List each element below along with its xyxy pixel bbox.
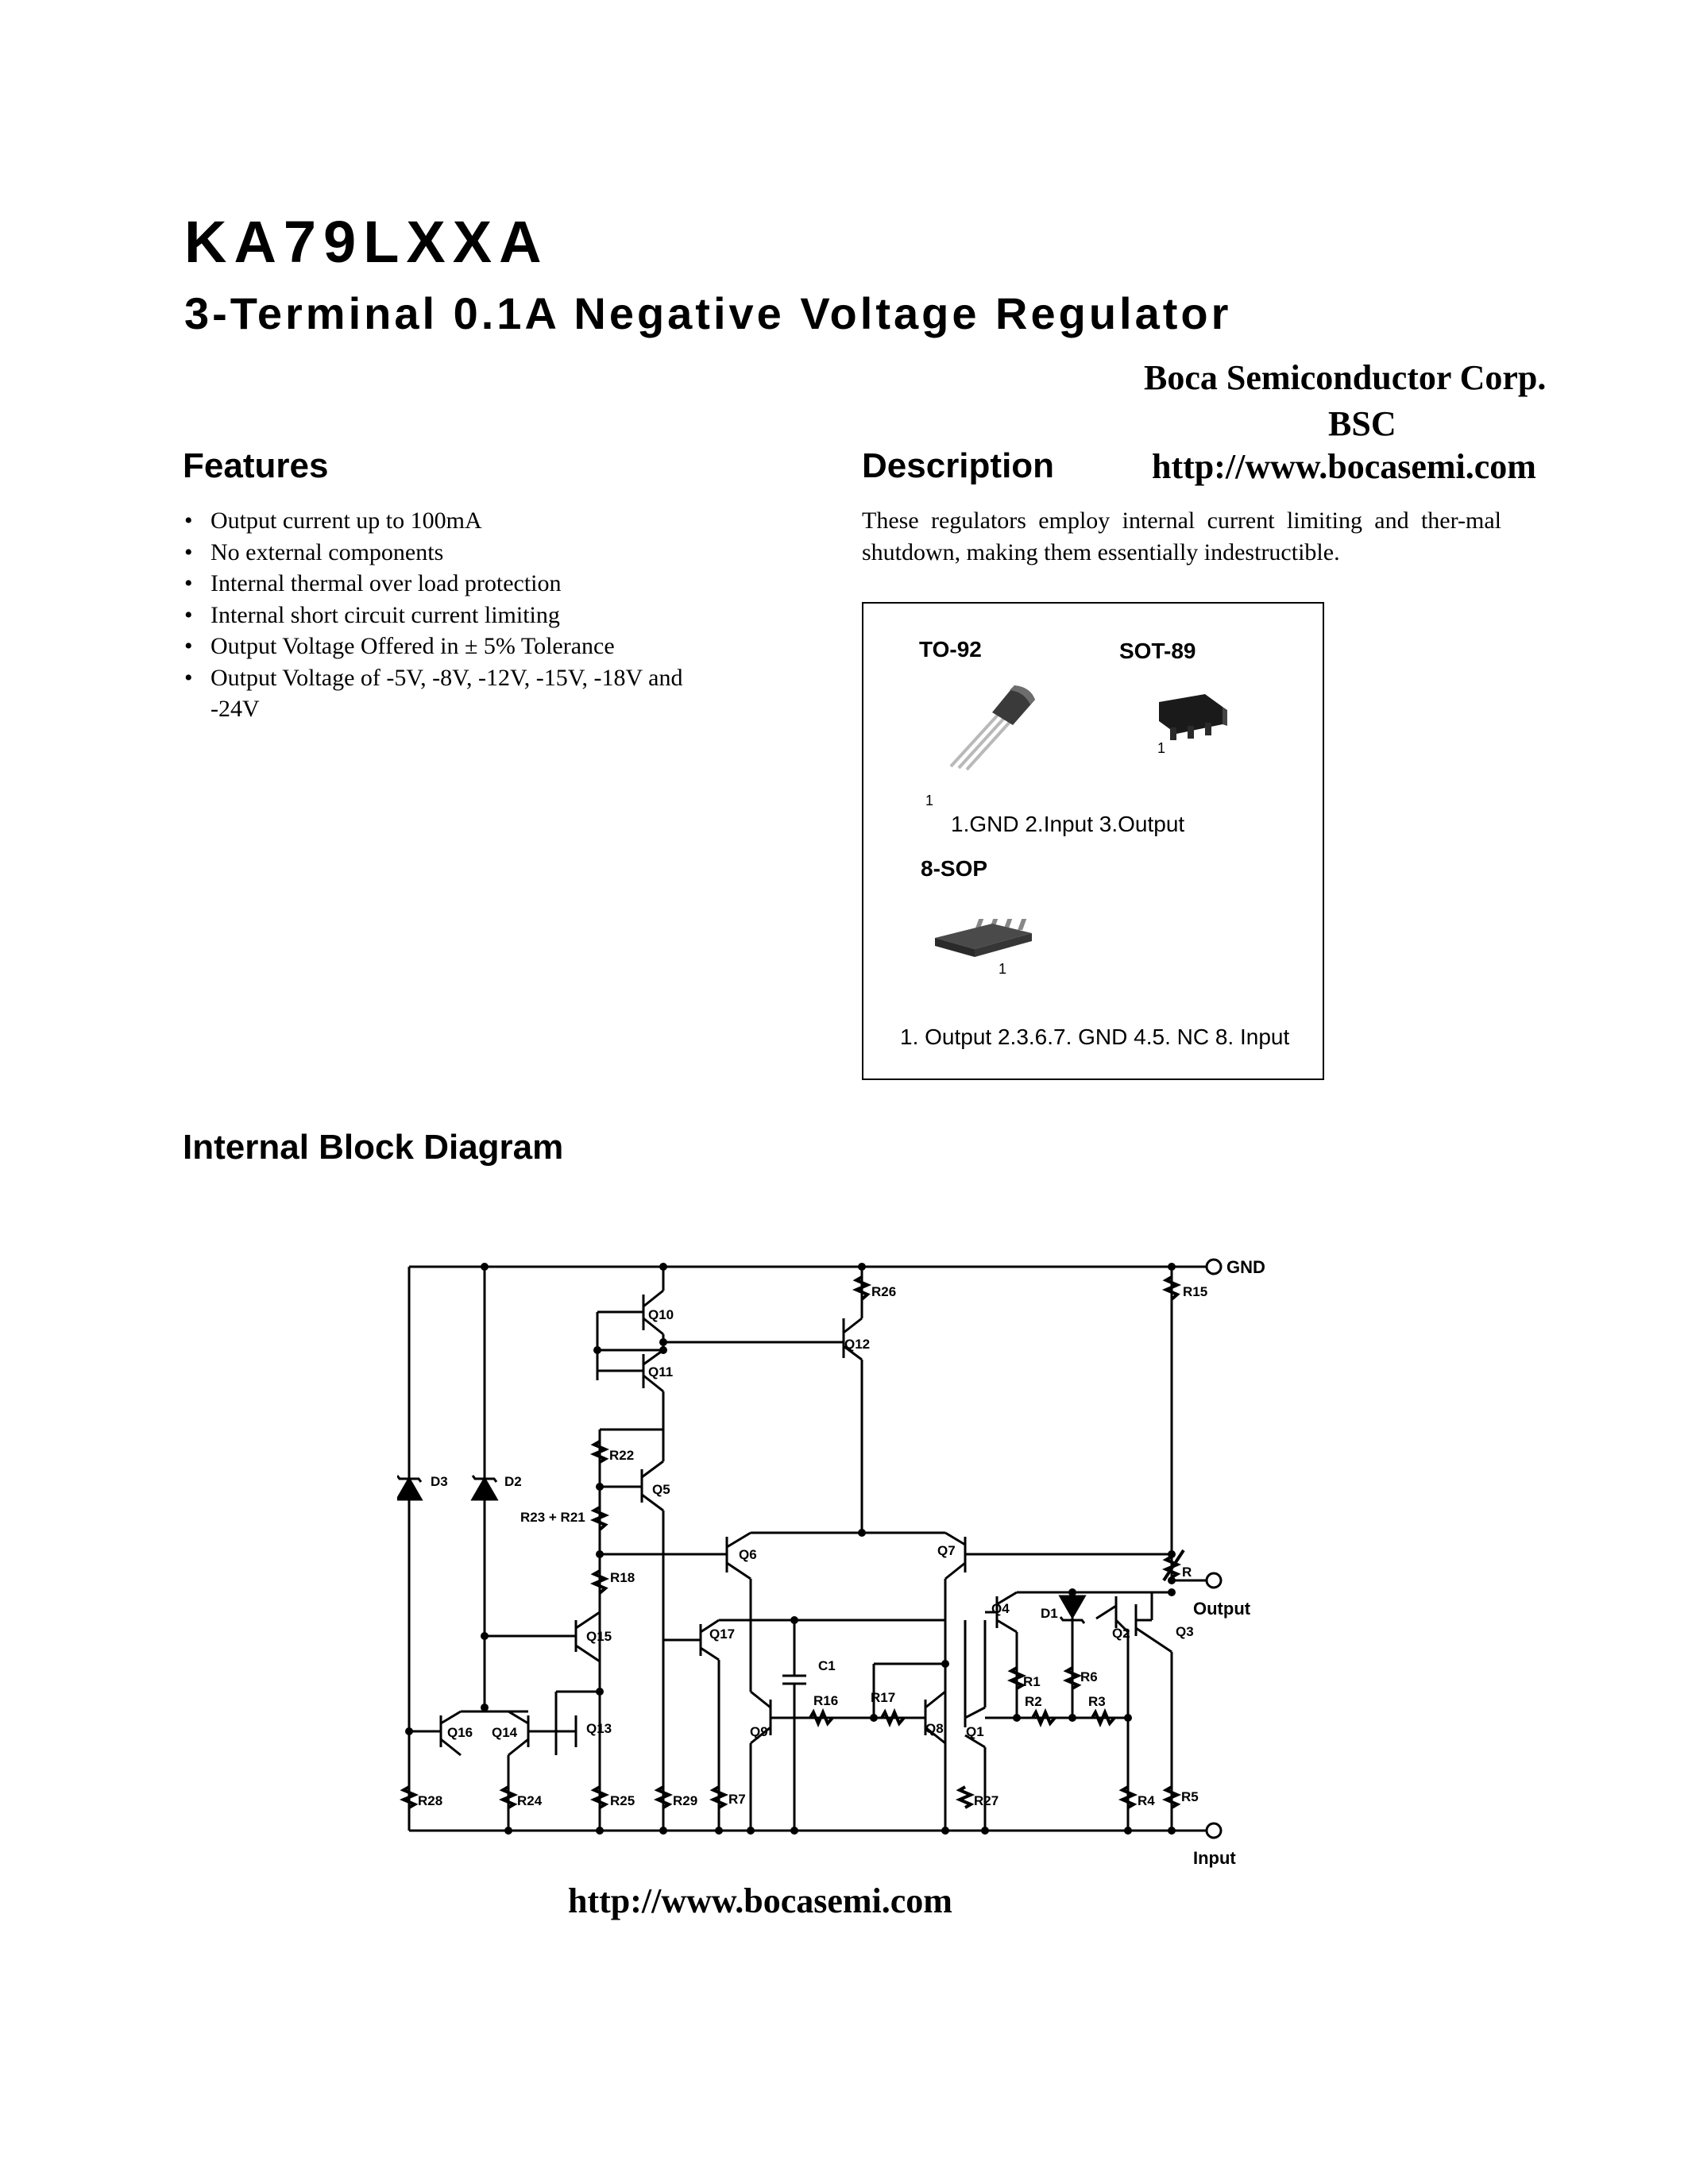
label-q17: Q17 — [709, 1626, 735, 1642]
features-heading: Features — [183, 446, 329, 485]
label-q1: Q1 — [966, 1724, 984, 1739]
label-d2: D2 — [504, 1474, 522, 1489]
label-q3: Q3 — [1176, 1624, 1194, 1639]
feature-item: Output Voltage Offered in ± 5% Tolerance — [184, 631, 724, 662]
label-q11: Q11 — [648, 1364, 673, 1379]
output-pin-label: Output — [1193, 1599, 1251, 1619]
label-r5: R5 — [1181, 1789, 1199, 1804]
label-c1: C1 — [818, 1658, 836, 1673]
label-q6: Q6 — [739, 1547, 757, 1562]
input-pin-label: Input — [1193, 1848, 1236, 1868]
label-r7: R7 — [728, 1792, 746, 1807]
to92-pin-one-mark: 1 — [925, 793, 934, 808]
feature-item: Output Voltage of -5V, -8V, -12V, -15V, … — [184, 662, 724, 725]
label-q10: Q10 — [648, 1307, 674, 1322]
label-r2: R2 — [1025, 1694, 1042, 1709]
sot89-label: SOT-89 — [1119, 639, 1196, 663]
feature-item: Output current up to 100mA — [184, 505, 724, 537]
label-q8: Q8 — [925, 1721, 944, 1736]
description-text: These regulators employ internal current… — [862, 507, 1501, 565]
internal-block-diagram: GND Output Input Q10 Q11 Q12 Q5 Q6 Q7 Q1… — [397, 1257, 1265, 1868]
sop-package-image — [935, 919, 1032, 957]
feature-item: Internal short circuit current limiting — [184, 600, 724, 631]
sot89-package-image — [1159, 694, 1227, 740]
label-q9: Q9 — [750, 1724, 768, 1739]
label-d3: D3 — [431, 1474, 448, 1489]
part-number: KA79LXXA — [184, 209, 549, 275]
label-r24: R24 — [517, 1793, 543, 1808]
description-heading: Description — [862, 446, 1055, 485]
label-q7: Q7 — [937, 1543, 956, 1558]
label-r15: R15 — [1183, 1284, 1207, 1299]
label-q5: Q5 — [652, 1482, 670, 1497]
label-q13: Q13 — [586, 1721, 612, 1736]
to92-package-image — [949, 685, 1035, 771]
features-list: Output current up to 100mA No external c… — [184, 505, 724, 725]
label-q4: Q4 — [991, 1601, 1010, 1616]
company-name: Boca Semiconductor Corp. — [1144, 358, 1547, 397]
footer-url: http://www.bocasemi.com — [568, 1881, 952, 1920]
label-q16: Q16 — [447, 1725, 473, 1740]
label-r3: R3 — [1088, 1694, 1106, 1709]
label-q14: Q14 — [492, 1725, 518, 1740]
label-r25: R25 — [610, 1793, 635, 1808]
label-r18: R18 — [610, 1570, 635, 1585]
label-r26: R26 — [871, 1284, 896, 1299]
label-q12: Q12 — [844, 1337, 870, 1352]
sop-pin-one-mark: 1 — [999, 961, 1007, 977]
sot89-pin-one-mark: 1 — [1157, 740, 1166, 756]
company-url: http://www.bocasemi.com — [1152, 447, 1536, 486]
label-r28: R28 — [418, 1793, 442, 1808]
sop-label: 8-SOP — [921, 856, 988, 881]
label-r29: R29 — [673, 1793, 697, 1808]
label-r23-r21: R23 + R21 — [520, 1510, 585, 1525]
label-q15: Q15 — [586, 1629, 612, 1644]
feature-item: No external components — [184, 537, 724, 569]
label-r22: R22 — [609, 1448, 634, 1463]
sop-pinout: 1. Output 2.3.6.7. GND 4.5. NC 8. Input — [900, 1024, 1290, 1049]
gnd-pin-label: GND — [1226, 1257, 1265, 1277]
label-r4: R4 — [1138, 1793, 1155, 1808]
company-abbreviation: BSC — [1328, 404, 1396, 443]
label-r16: R16 — [813, 1693, 838, 1708]
to92-label: TO-92 — [919, 637, 982, 662]
label-r1: R1 — [1023, 1674, 1041, 1689]
label-r: R — [1182, 1565, 1192, 1580]
label-d1: D1 — [1041, 1606, 1058, 1621]
label-r17: R17 — [871, 1690, 895, 1705]
feature-item: Internal thermal over load protection — [184, 568, 724, 600]
label-q2: Q2 — [1112, 1626, 1130, 1641]
label-r27: R27 — [974, 1793, 999, 1808]
label-r6: R6 — [1080, 1669, 1098, 1684]
package-box: TO-92 SOT-89 1 1 1.GND 2.Input 3.Output … — [862, 602, 1324, 1080]
to92-pinout: 1.GND 2.Input 3.Output — [951, 812, 1185, 836]
document-subtitle: 3-Terminal 0.1A Negative Voltage Regulat… — [184, 288, 1232, 338]
block-diagram-heading: Internal Block Diagram — [183, 1128, 564, 1167]
